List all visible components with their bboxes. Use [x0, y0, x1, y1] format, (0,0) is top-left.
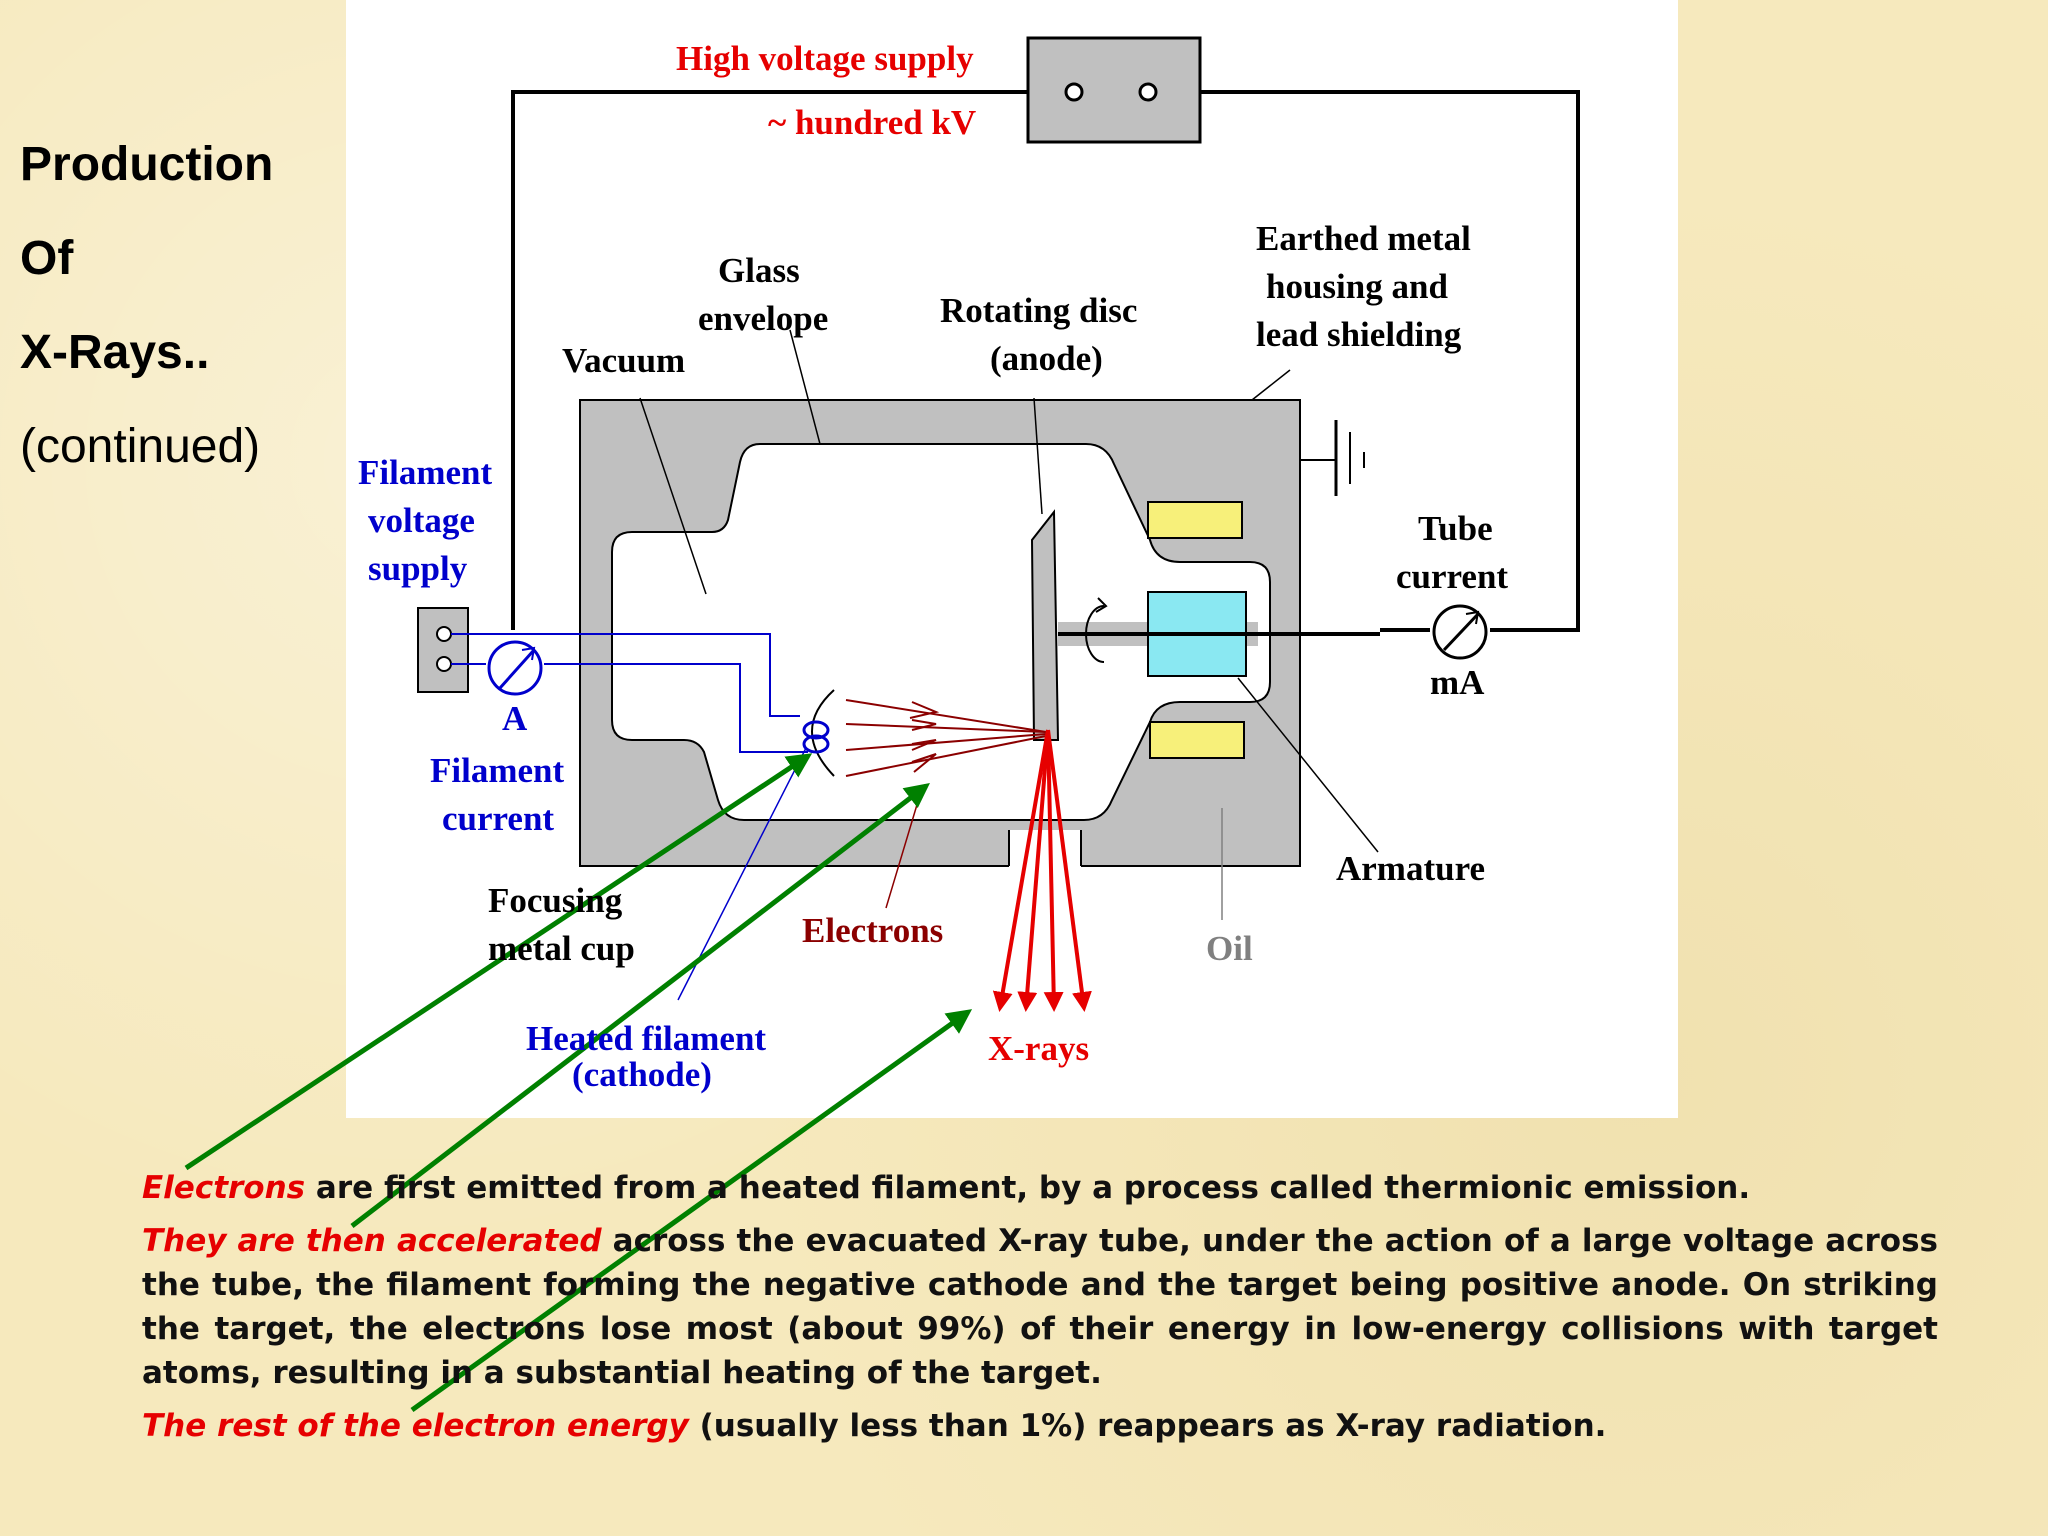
xray-beam — [992, 729, 1092, 1012]
glass-envelope — [611, 443, 1271, 821]
explanation-para-2: They are then accelerated across the eva… — [142, 1219, 1938, 1395]
label-vacuum: Vacuum — [562, 341, 685, 380]
rotating-disc-anode — [1030, 509, 1060, 741]
slide-title: Production Of X-Rays.. (continued) — [20, 118, 350, 494]
label-hv-supply: High voltage supply — [676, 39, 974, 78]
filament-supply-box — [417, 607, 469, 693]
stator-top — [1147, 501, 1243, 539]
label-glass-1: Glass — [718, 251, 800, 290]
highlight-accelerated: They are then accelerated — [142, 1223, 602, 1259]
label-earthed-3: lead shielding — [1256, 315, 1462, 354]
label-tube-current-2: current — [1396, 557, 1508, 596]
label-fil-current-2: current — [442, 799, 554, 838]
explanation-para-1: Electrons are first emitted from a heate… — [142, 1166, 1938, 1210]
label-heated-1: Heated filament — [526, 1019, 766, 1058]
label-earthed-1: Earthed metal — [1256, 219, 1471, 258]
label-glass-2: envelope — [698, 299, 828, 338]
label-fil-current-1: Filament — [430, 751, 564, 790]
para-1-text: are first emitted from a heated filament… — [305, 1170, 1751, 1206]
label-ma: mA — [1430, 663, 1485, 702]
label-ammeter-a: A — [502, 699, 528, 738]
electron-beam — [845, 699, 1047, 777]
green-pointer-arrows — [184, 753, 973, 1413]
hv-supply-box — [1026, 36, 1202, 144]
highlight-electrons: Electrons — [142, 1170, 306, 1206]
ground-icon — [1300, 420, 1365, 496]
para-3-text: (usually less than 1%) reappears as X-ra… — [688, 1408, 1607, 1444]
label-focusing-2: metal cup — [488, 929, 635, 968]
label-tube-current-1: Tube — [1418, 509, 1493, 548]
label-focusing-1: Focusing — [488, 881, 623, 920]
label-fil-supply-1: Filament — [358, 453, 492, 492]
label-earthed-2: housing and — [1266, 267, 1448, 306]
title-line-3: X-Rays.. — [20, 326, 210, 379]
label-xrays: X-rays — [988, 1029, 1089, 1068]
filament-wires — [451, 633, 808, 753]
para-2-text: across the evacuated X-ray tube, under t… — [142, 1223, 1938, 1391]
label-heated-2: (cathode) — [572, 1055, 712, 1094]
milliammeter-icon — [1432, 604, 1488, 660]
hv-circuit-wire — [511, 90, 1580, 632]
label-rotating-2: (anode) — [990, 339, 1103, 378]
filament-coil-icon — [802, 720, 830, 754]
highlight-rest-energy: The rest of the electron energy — [142, 1408, 689, 1444]
stator-bottom — [1149, 721, 1245, 759]
title-line-2: Of — [20, 232, 74, 285]
label-rotating-1: Rotating disc — [940, 291, 1137, 330]
label-oil: Oil — [1206, 929, 1253, 968]
label-electrons: Electrons — [802, 911, 943, 950]
explanation-para-3: The rest of the electron energy (usually… — [142, 1404, 1938, 1448]
label-armature: Armature — [1336, 849, 1485, 888]
title-line-1: Production — [20, 138, 274, 191]
label-hv-value: ~ hundred kV — [768, 103, 976, 142]
filament-ammeter-icon — [487, 640, 543, 696]
label-fil-supply-3: supply — [368, 549, 468, 588]
focusing-cup — [811, 689, 835, 777]
explanation-text: Electrons are first emitted from a heate… — [142, 1166, 1938, 1457]
rotation-arrow-icon — [1085, 605, 1105, 663]
label-fil-supply-2: voltage — [368, 501, 475, 540]
title-continued: (continued) — [20, 420, 261, 473]
